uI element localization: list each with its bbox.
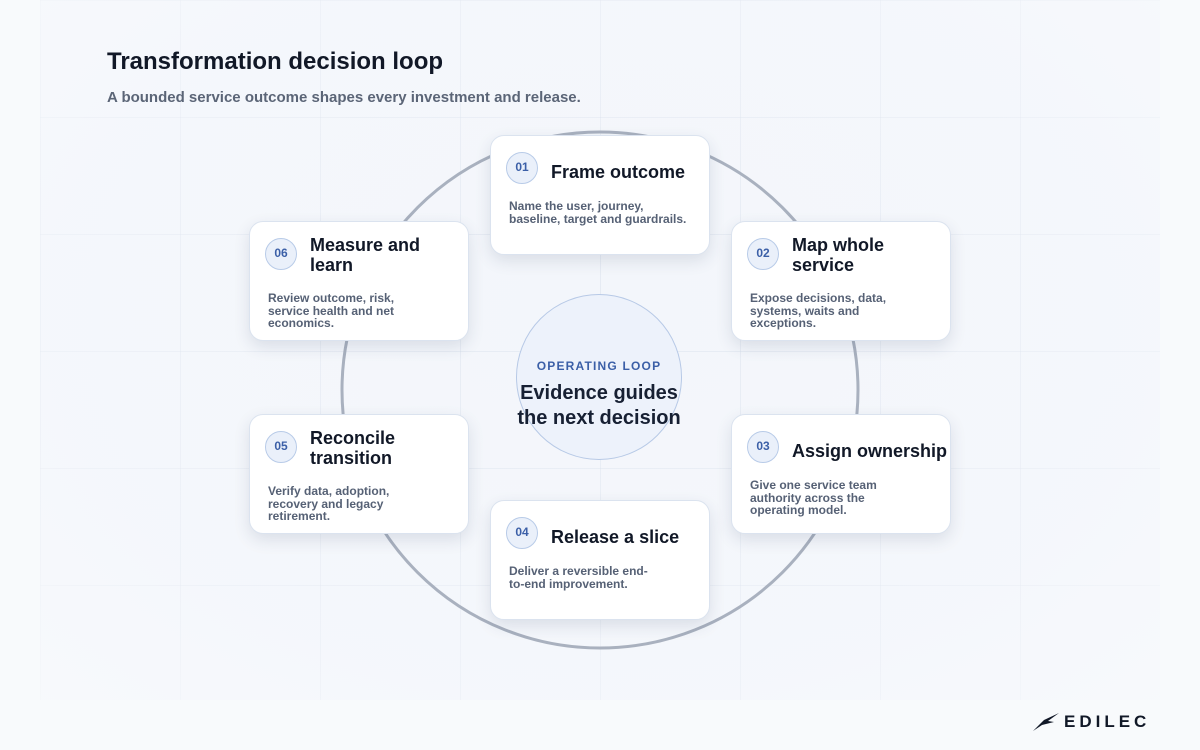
step-title: Reconcile transition bbox=[310, 428, 396, 468]
step-title: Assign ownership bbox=[792, 441, 948, 461]
step-card-measure-and-learn: 06 Measure and learn Review outcome, ris… bbox=[249, 221, 469, 341]
brand-wordmark: EDILEC bbox=[1064, 712, 1151, 731]
step-card-assign-ownership: 03 Assign ownership Give one service tea… bbox=[731, 414, 951, 534]
step-number-badge: 06 bbox=[265, 238, 297, 270]
step-number-badge: 02 bbox=[747, 238, 779, 270]
hub-eyebrow: OPERATING LOOP bbox=[536, 359, 662, 373]
step-card-release-a-slice: 04 Release a slice Deliver a reversible … bbox=[490, 500, 710, 620]
hub-text: Evidence guides the next decision bbox=[497, 381, 701, 431]
step-description: Verify data, adoption, recovery and lega… bbox=[268, 484, 390, 523]
loop-ring-circle bbox=[340, 130, 860, 650]
step-card-reconcile-transition: 05 Reconcile transition Verify data, ado… bbox=[249, 414, 469, 534]
brand-logo: EDILEC bbox=[1032, 711, 1154, 735]
loop-hub: OPERATING LOOP Evidence guides the next … bbox=[516, 294, 682, 460]
step-number-badge: 01 bbox=[506, 152, 538, 184]
step-title: Measure and learn bbox=[310, 235, 421, 275]
step-description: Name the user, journey, baseline, target… bbox=[509, 199, 687, 226]
step-description: Deliver a reversible end-to-end improvem… bbox=[509, 564, 648, 591]
page-subtitle: A bounded service outcome shapes every i… bbox=[107, 89, 581, 106]
hub-text-content: Evidence guides the next decision bbox=[517, 382, 681, 429]
step-number-badge: 05 bbox=[265, 431, 297, 463]
step-description: Expose decisions, data, systems, waits a… bbox=[750, 291, 887, 330]
step-title: Frame outcome bbox=[551, 162, 686, 182]
step-card-frame-outcome: 01 Frame outcome Name the user, journey,… bbox=[490, 135, 710, 255]
step-description: Review outcome, risk, service health and… bbox=[268, 291, 395, 330]
brand-bird-icon bbox=[1033, 713, 1059, 731]
step-title: Release a slice bbox=[551, 527, 680, 547]
step-card-map-whole-service: 02 Map whole service Expose decisions, d… bbox=[731, 221, 951, 341]
step-number-badge: 03 bbox=[747, 431, 779, 463]
page-title: Transformation decision loop bbox=[107, 48, 444, 75]
step-number-badge: 04 bbox=[506, 517, 538, 549]
step-title: Map whole service bbox=[792, 235, 885, 275]
step-description: Give one service team authority across t… bbox=[750, 478, 877, 517]
